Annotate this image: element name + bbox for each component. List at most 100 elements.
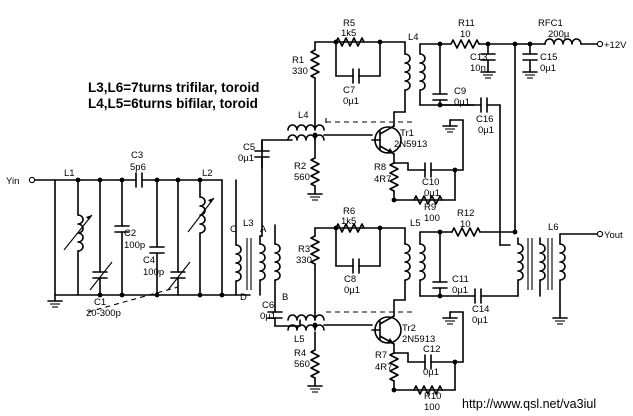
svg-text:R5: R5 — [343, 18, 355, 29]
svg-text:200µ: 200µ — [548, 29, 570, 40]
svg-text:C9: C9 — [454, 86, 466, 97]
resistor-R9: R9 100 — [413, 195, 443, 224]
svg-text:+12V: +12V — [604, 40, 627, 51]
transformer-L3: C D L3 A B — [230, 179, 288, 303]
svg-text:B: B — [282, 292, 288, 303]
capacitor-C10: C10 0µ1 — [422, 162, 440, 199]
svg-text:C1: C1 — [94, 297, 106, 308]
svg-text:R3: R3 — [298, 244, 310, 255]
svg-text:0µ1: 0µ1 — [452, 285, 468, 296]
svg-text:L4: L4 — [408, 32, 419, 43]
svg-text:2N5913: 2N5913 — [402, 334, 435, 345]
svg-text:RFC1: RFC1 — [538, 18, 563, 29]
svg-text:R8: R8 — [374, 162, 386, 173]
capacitor-C12: C12 0µ1 — [423, 344, 440, 378]
svg-text:10n: 10n — [470, 63, 486, 74]
svg-text:10: 10 — [460, 29, 471, 40]
capacitor-C1: C1 20-300p — [86, 179, 121, 319]
svg-text:4R7: 4R7 — [375, 362, 392, 373]
capacitor-C6: C6 0µ1 — [260, 300, 283, 327]
svg-text:Yout: Yout — [604, 230, 623, 241]
svg-text:100p: 100p — [143, 267, 164, 278]
svg-text:C13: C13 — [470, 52, 487, 63]
resistor-R1: R1 330 — [292, 49, 320, 79]
svg-text:330: 330 — [292, 66, 308, 77]
svg-text:L4: L4 — [298, 110, 309, 121]
input-port: Yin — [6, 176, 36, 187]
capacitor-C8: C8 0µ1 — [344, 258, 360, 296]
source-url: http://www.qsl.net/va3iul — [462, 397, 596, 411]
capacitor-C13: C13 10n — [470, 43, 496, 79]
resistor-R10: R10 100 — [413, 385, 443, 413]
svg-text:560: 560 — [294, 359, 310, 370]
resistor-R8: R8 4R7 — [374, 162, 399, 192]
svg-text:R9: R9 — [424, 202, 436, 213]
svg-text:C15: C15 — [540, 52, 557, 63]
svg-text:L2: L2 — [202, 168, 213, 179]
transistor-Tr1: Tr1 2N5913 — [371, 125, 427, 155]
svg-text:0µ1: 0µ1 — [260, 311, 276, 322]
capacitor-C7: C7 0µ1 — [343, 68, 360, 107]
svg-text:1k5: 1k5 — [341, 216, 356, 227]
inductor-L2: L2 — [187, 168, 215, 296]
svg-text:C4: C4 — [143, 255, 155, 266]
svg-text:L6: L6 — [548, 222, 559, 233]
resistor-R3: R3 330 — [296, 235, 320, 266]
svg-text:R12: R12 — [457, 208, 474, 219]
svg-text:C8: C8 — [344, 274, 356, 285]
svg-text:0µ1: 0µ1 — [423, 367, 439, 378]
svg-text:C10: C10 — [422, 177, 439, 188]
choke-RFC1: RFC1 200µ — [514, 18, 582, 45]
svg-text:R6: R6 — [343, 206, 355, 217]
capacitor-C11: C11 0µ1 — [432, 231, 469, 297]
resistor-R5: R5 1k5 — [335, 18, 365, 47]
svg-text:330: 330 — [296, 255, 312, 266]
svg-text:R11: R11 — [458, 18, 475, 29]
svg-text:R7: R7 — [375, 350, 387, 361]
svg-text:Tr1: Tr1 — [400, 128, 414, 139]
svg-text:L1: L1 — [64, 168, 75, 179]
transistor-Tr2: Tr2 2N5913 — [371, 315, 435, 345]
resistor-R2: R2 560 — [294, 157, 320, 187]
capacitor-C2: C2 100p — [114, 179, 145, 296]
svg-text:2N5913: 2N5913 — [394, 139, 427, 150]
svg-text:Tr2: Tr2 — [402, 323, 416, 334]
svg-text:0µ1: 0µ1 — [238, 153, 254, 164]
svg-text:1k5: 1k5 — [341, 28, 356, 39]
svg-text:D: D — [240, 292, 247, 303]
note-bifilar: L4,L5=6turns bifilar, toroid — [88, 96, 258, 111]
capacitor-C14: C14 0µ1 — [472, 288, 489, 326]
svg-text:C11: C11 — [452, 274, 469, 285]
resistor-R7: R7 4R7 — [375, 350, 399, 382]
capacitor-C5: C5 0µ1 — [238, 139, 270, 169]
svg-text:R1: R1 — [292, 55, 304, 66]
svg-text:C: C — [230, 224, 237, 235]
junction-dots — [75, 39, 533, 393]
note-trifilar: L3,L6=7turns trifilar, toroid — [88, 80, 259, 95]
svg-text:L5: L5 — [294, 334, 305, 345]
svg-text:0µ1: 0µ1 — [540, 63, 556, 74]
capacitor-C4: C4 100p — [143, 179, 165, 296]
inductor-L1: L1 — [63, 168, 93, 296]
svg-text:A: A — [260, 224, 267, 235]
svg-text:0µ1: 0µ1 — [343, 96, 359, 107]
svg-text:10: 10 — [460, 219, 471, 230]
svg-text:560: 560 — [294, 172, 310, 183]
svg-text:L5: L5 — [410, 218, 421, 229]
svg-text:C14: C14 — [472, 304, 489, 315]
svg-text:0µ1: 0µ1 — [454, 97, 470, 108]
svg-text:C12: C12 — [423, 344, 440, 355]
svg-text:0µ1: 0µ1 — [344, 285, 360, 296]
transformer-L4-drain: L4 — [404, 32, 426, 91]
svg-text:20-300p: 20-300p — [86, 308, 121, 319]
svg-text:C2: C2 — [124, 228, 136, 239]
svg-text:C6: C6 — [262, 300, 274, 311]
transformer-L5-gate: L5 — [287, 314, 325, 345]
capacitor-C3: C3 5p6 — [130, 150, 146, 188]
svg-text:C7: C7 — [343, 85, 355, 96]
ground-symbol — [47, 294, 63, 308]
svg-text:R10: R10 — [424, 391, 441, 402]
input-port-label: Yin — [6, 176, 19, 187]
